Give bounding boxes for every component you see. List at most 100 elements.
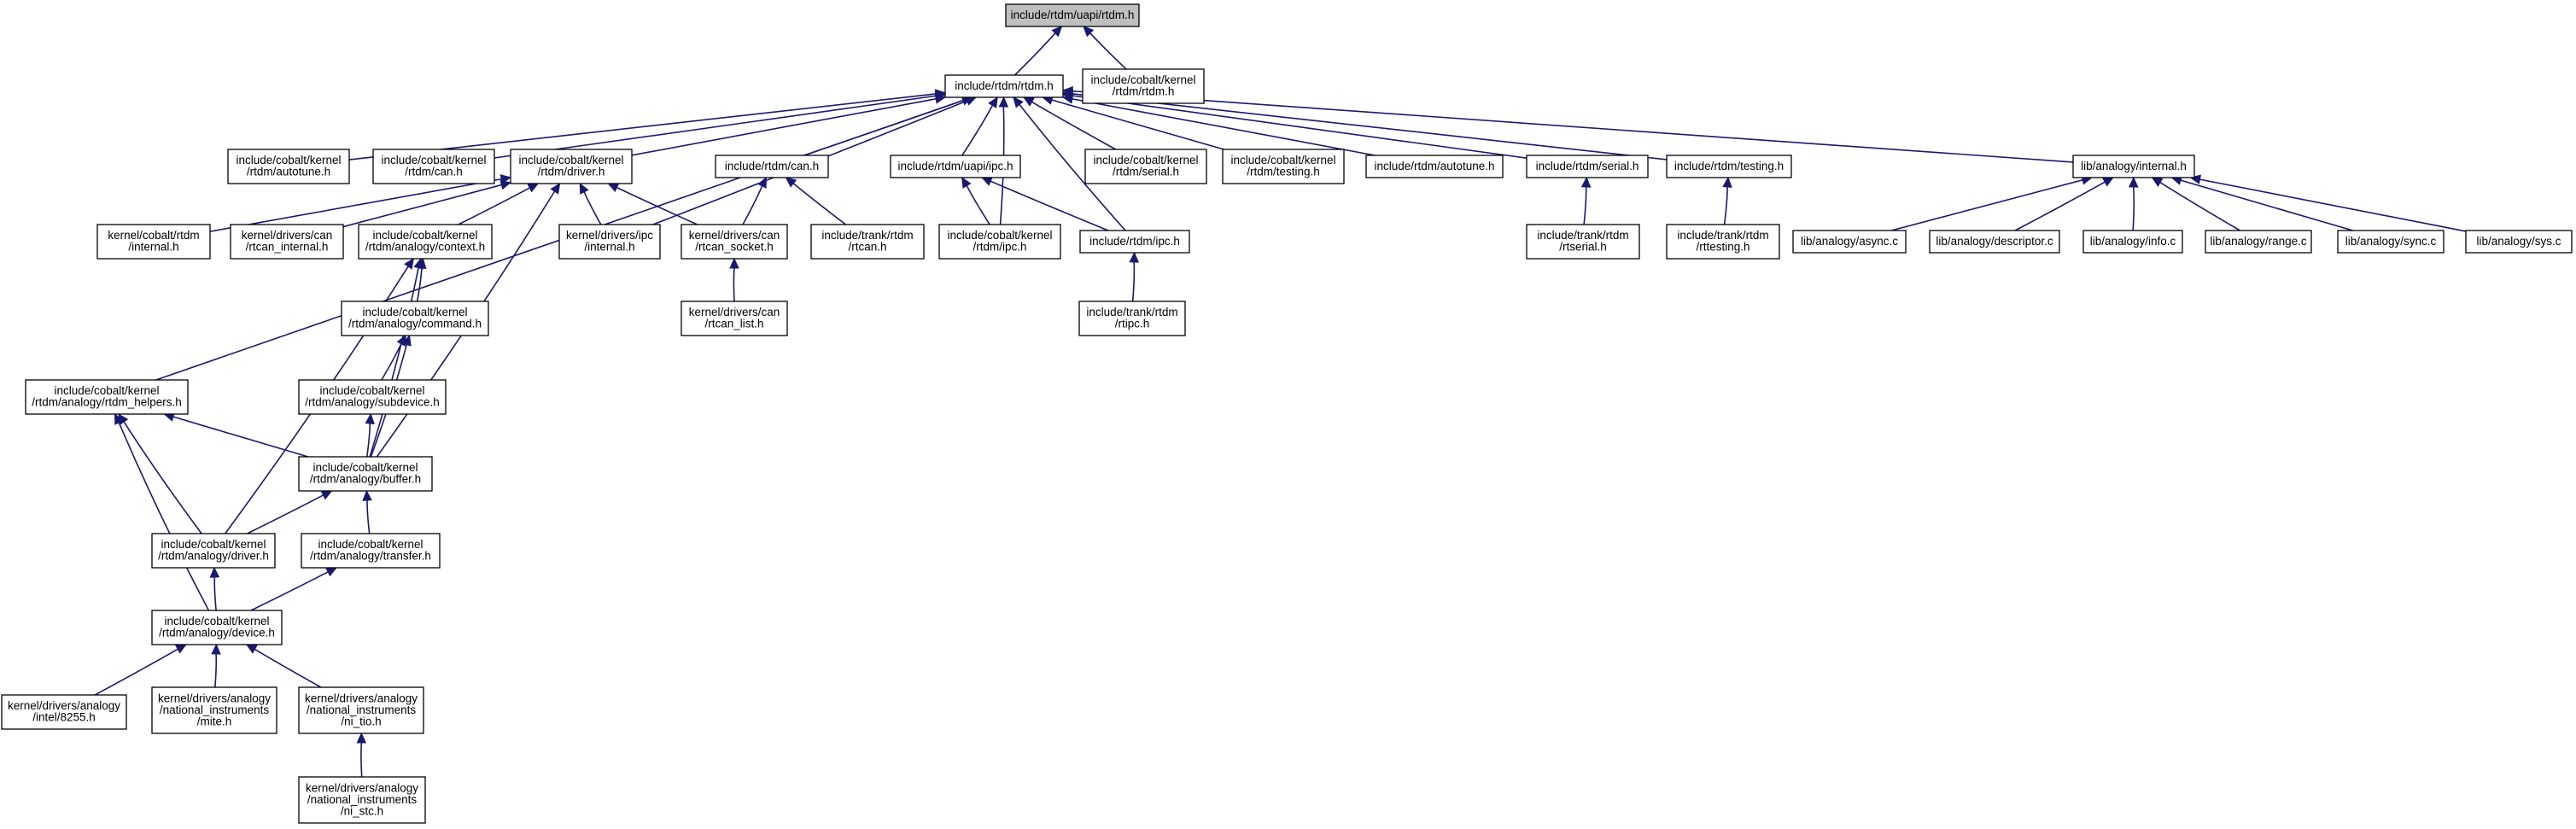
node-label: include/cobalt/kernel [54,384,159,397]
arrowhead-icon [934,94,947,104]
node-rtdm-h[interactable]: include/rtdm/rtdm.h [944,74,1064,98]
node-ni-mite[interactable]: kernel/drivers/analogy/national_instrume… [151,686,277,734]
edge-line [2159,181,2240,231]
arrowhead-icon [2151,177,2164,187]
node-analogy-internal[interactable]: lib/analogy/internal.h [2072,155,2195,178]
edge-line [583,191,602,225]
node-label: include/cobalt/kernel [164,615,269,628]
node-box [1526,155,1649,178]
edge-line [381,343,402,381]
node-label: lib/analogy/async.c [1801,235,1898,248]
node-cobalt-can[interactable]: include/cobalt/kernel/rtdm/can.h [372,149,495,184]
node-label: /rtcan_internal.h [246,241,329,254]
node-analogy-device[interactable]: include/cobalt/kernel/rtdm/analogy/devic… [151,610,283,645]
edge-line [360,742,363,778]
node-analogy-buffer[interactable]: include/cobalt/kernel/rtdm/analogy/buffe… [298,456,433,492]
edge-line [1583,186,1587,225]
node-label: kernel/drivers/can [689,306,780,318]
edge-ni-tio-to-analogy-device [245,644,322,688]
arrowhead-icon [607,183,620,193]
node-can-internal[interactable]: kernel/drivers/can/rtcan_internal.h [230,224,344,260]
node-ni-stc[interactable]: kernel/drivers/analogy/national_instrume… [298,776,426,824]
edge-trank-rtcan-to-rtdm-can [785,177,847,225]
node-lib-sys[interactable]: lib/analogy/sys.c [2465,230,2573,254]
edge-can-internal-to-cobalt-driver [342,180,512,228]
node-rtcan-socket[interactable]: kernel/drivers/can/rtcan_socket.h [681,224,788,260]
arrowhead-icon [365,412,375,424]
node-analogy-rtdm-helpers[interactable]: include/cobalt/kernel/rtdm/analogy/rtdm_… [25,379,189,415]
node-box [1526,224,1640,260]
node-lib-descriptor[interactable]: lib/analogy/descriptor.c [1929,230,2060,254]
node-cobalt-serial[interactable]: include/cobalt/kernel/rtdm/serial.h [1084,149,1207,184]
edge-cobalt-can-to-rtdm-h [494,90,947,159]
edge-line [966,185,990,225]
node-box [2205,230,2312,254]
edge-cobalt-ipc-to-uapi-ipc [961,176,990,225]
node-lib-async[interactable]: lib/analogy/async.c [1792,230,1907,254]
node-box [1005,3,1140,27]
node-trank-rtcan[interactable]: include/trank/rtdm/rtcan.h [810,224,925,260]
arrowhead-icon [404,258,414,270]
node-box [25,379,189,415]
node-label: /rttesting.h [1696,241,1749,254]
node-label: /rtdm/ipc.h [973,241,1026,254]
node-analogy-transfer[interactable]: include/cobalt/kernel/rtdm/analogy/trans… [301,533,441,569]
node-label: include/cobalt/kernel [1090,73,1195,86]
node-rtdm-serial[interactable]: include/rtdm/serial.h [1526,155,1649,178]
node-rtdm-testing[interactable]: include/rtdm/testing.h [1666,155,1792,178]
node-label: lib/analogy/sync.c [2345,235,2437,248]
node-uapi-ipc[interactable]: include/rtdm/uapi/ipc.h [890,155,1021,178]
node-analogy-driver[interactable]: include/cobalt/kernel/rtdm/analogy/drive… [151,533,276,569]
node-label: include/cobalt/kernel [362,306,467,318]
node-label: /rtserial.h [1559,241,1607,254]
node-trank-rtipc[interactable]: include/trank/rtdm/rtipc.h [1078,301,1186,336]
node-cobalt-internal[interactable]: kernel/cobalt/rtdm/internal.h [96,224,211,260]
node-box [151,686,277,734]
edge-line [366,499,371,534]
node-label: include/rtdm/uapi/ipc.h [897,160,1013,172]
arrowhead-icon [362,489,372,501]
node-rtdm-can[interactable]: include/rtdm/can.h [715,155,829,178]
node-analogy-subdevice[interactable]: include/cobalt/kernel/rtdm/analogy/subde… [298,379,447,415]
edge-rtcan-socket-to-rtdm-can [742,176,768,225]
node-trank-rtserial[interactable]: include/trank/rtdm/rtserial.h [1526,224,1640,260]
node-lib-info[interactable]: lib/analogy/info.c [2082,230,2183,254]
node-uapi-rtdm[interactable]: include/rtdm/uapi/rtdm.h [1005,3,1140,27]
node-box [1084,149,1207,184]
node-cobalt-rtdm-rtdm[interactable]: include/cobalt/kernel/rtdm/rtdm.h [1082,68,1205,104]
node-lib-range[interactable]: lib/analogy/range.c [2205,230,2312,254]
arrowhead-icon [579,182,589,195]
node-rtdm-autotune[interactable]: include/rtdm/autotune.h [1365,155,1504,178]
node-label: /internal.h [584,241,634,254]
node-label: /rtdm/analogy/subdevice.h [305,396,440,409]
node-trank-rttesting[interactable]: include/trank/rtdm/rttesting.h [1666,224,1780,260]
node-cobalt-testing[interactable]: include/cobalt/kernel/rtdm/testing.h [1222,149,1345,184]
node-ni-tio[interactable]: kernel/drivers/analogy/national_instrume… [298,686,424,734]
edge-uapi-ipc-to-rtdm-h [961,96,998,156]
node-cobalt-autotune[interactable]: include/cobalt/kernel/rtdm/autotune.h [227,149,350,184]
node-ipc-internal[interactable]: kernel/drivers/ipc/internal.h [558,224,661,260]
edge-line [369,267,419,458]
arrowhead-icon [757,176,768,189]
node-label: lib/analogy/range.c [2210,235,2307,248]
node-cobalt-driver[interactable]: include/cobalt/kernel/rtdm/driver.h [510,149,633,184]
node-box [341,301,489,336]
node-analogy-context[interactable]: include/cobalt/kernel/rtdm/analogy/conte… [358,224,493,260]
edge-line [733,267,735,302]
node-analogy-command[interactable]: include/cobalt/kernel/rtdm/analogy/comma… [341,301,489,336]
node-label: include/trank/rtdm [821,229,913,242]
arrowhead-icon [114,412,124,425]
node-label: include/rtdm/uapi/rtdm.h [1011,9,1135,21]
node-intel-8255[interactable]: kernel/drivers/analogy/intel/8255.h [1,694,127,730]
node-rtdm-ipc[interactable]: include/rtdm/ipc.h [1079,230,1190,254]
node-box [298,686,424,734]
edge-line [2199,178,2467,232]
node-lib-sync[interactable]: lib/analogy/sync.c [2337,230,2445,254]
arrowhead-icon [1129,251,1139,263]
node-label: lib/analogy/descriptor.c [1936,235,2053,248]
node-rtcan-list[interactable]: kernel/drivers/can/rtcan_list.h [681,301,788,336]
arrowhead-icon [320,490,333,500]
node-box [301,533,441,569]
node-label: /rtdm/autotune.h [247,166,330,178]
node-cobalt-ipc[interactable]: include/cobalt/kernel/rtdm/ipc.h [938,224,1061,260]
